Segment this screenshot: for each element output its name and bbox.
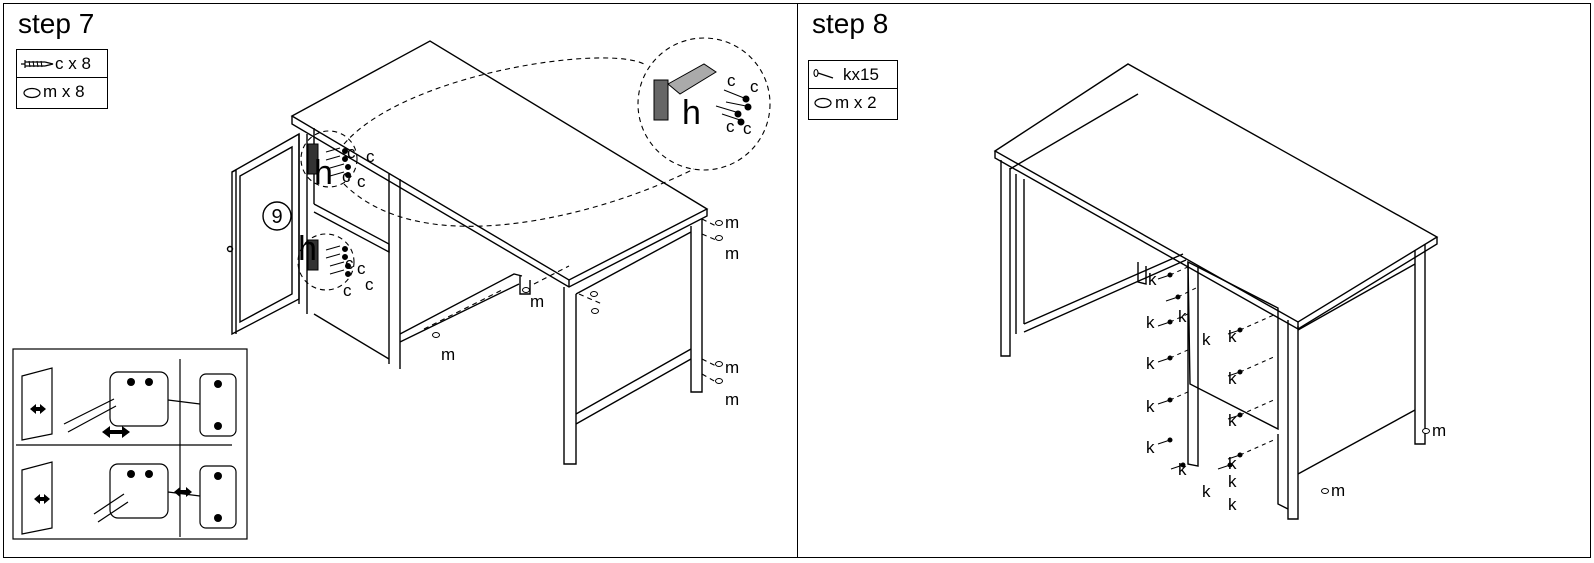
nail-label: k (1228, 454, 1237, 473)
parts-row-nail: kx15 (809, 61, 897, 89)
nail-label: k (1202, 482, 1211, 501)
screw-icon (21, 59, 54, 68)
step-7-panel: step 7 c x 8 m x 8 (3, 3, 798, 558)
cap-label: m (1432, 421, 1446, 440)
nail-label: k (1146, 397, 1155, 416)
nail-label: k (1228, 472, 1237, 491)
cap-label: m (725, 390, 739, 409)
hinge-adjustment-inset (12, 348, 248, 540)
step-8-desk-drawing: k k k k k k k k k k k k k k k m m (993, 63, 1446, 520)
parts-row-screw: c x 8 (17, 50, 107, 78)
cap-label: m (441, 345, 455, 364)
nail-label: k (1146, 313, 1155, 332)
cap-label: m (725, 244, 739, 263)
hinge-label-detail: h (682, 94, 701, 132)
nail-label: k (1148, 270, 1157, 289)
washer-icon (814, 97, 832, 109)
parts-row-cap-label-8: m x 2 (835, 93, 877, 112)
parts-row-nail-label: kx15 (843, 64, 879, 84)
door-number-label: 9 (271, 206, 282, 228)
screw-label: c (726, 117, 735, 136)
step-8-parts-box: kx15 m x 2 (808, 60, 898, 120)
screw-label: c (366, 147, 375, 166)
screw-label: c (750, 77, 759, 96)
screw-label: c (743, 119, 752, 138)
cap-label: m (530, 292, 544, 311)
parts-row-cap: m x 8 (17, 78, 107, 106)
screw-label: c (727, 71, 736, 90)
parts-row-cap-label: m x 8 (43, 82, 85, 101)
screw-label: c (365, 275, 374, 294)
nail-label: k (1146, 354, 1155, 373)
screw-label: c (357, 172, 366, 191)
nail-label: k (1178, 307, 1187, 326)
screw-label: c (357, 259, 366, 278)
step-7-title: step 7 (18, 8, 95, 39)
nail-label: k (1146, 438, 1155, 457)
nail-label: k (1202, 330, 1211, 349)
nail-label: k (1228, 327, 1237, 346)
parts-row-cap: m x 2 (809, 89, 897, 117)
parts-row-screw-label: c x 8 (55, 53, 91, 73)
cap-label: m (725, 358, 739, 377)
step-7-parts-box: c x 8 m x 8 (16, 49, 108, 109)
hinge-label-top: h (314, 154, 333, 192)
step-7-desk-drawing: 9 h h h c c c c c c c c c c c c m m m m … (226, 37, 771, 465)
screw-label: c (342, 167, 351, 186)
step-8-title: step 8 (812, 8, 889, 39)
screw-label: c (345, 254, 354, 273)
nail-label: k (1228, 411, 1237, 430)
nail-label: k (1228, 369, 1237, 388)
cap-label: m (1331, 481, 1345, 500)
nail-icon (813, 68, 834, 79)
step-8-panel: step 8 kx15 m x 2 (797, 3, 1591, 558)
washer-icon (23, 87, 41, 99)
screw-label: c (343, 281, 352, 300)
hinge-label-bottom: h (298, 230, 317, 268)
nail-label: k (1228, 495, 1237, 514)
cap-label: m (725, 213, 739, 232)
screw-label: c (347, 143, 356, 162)
nail-label: k (1178, 460, 1187, 479)
